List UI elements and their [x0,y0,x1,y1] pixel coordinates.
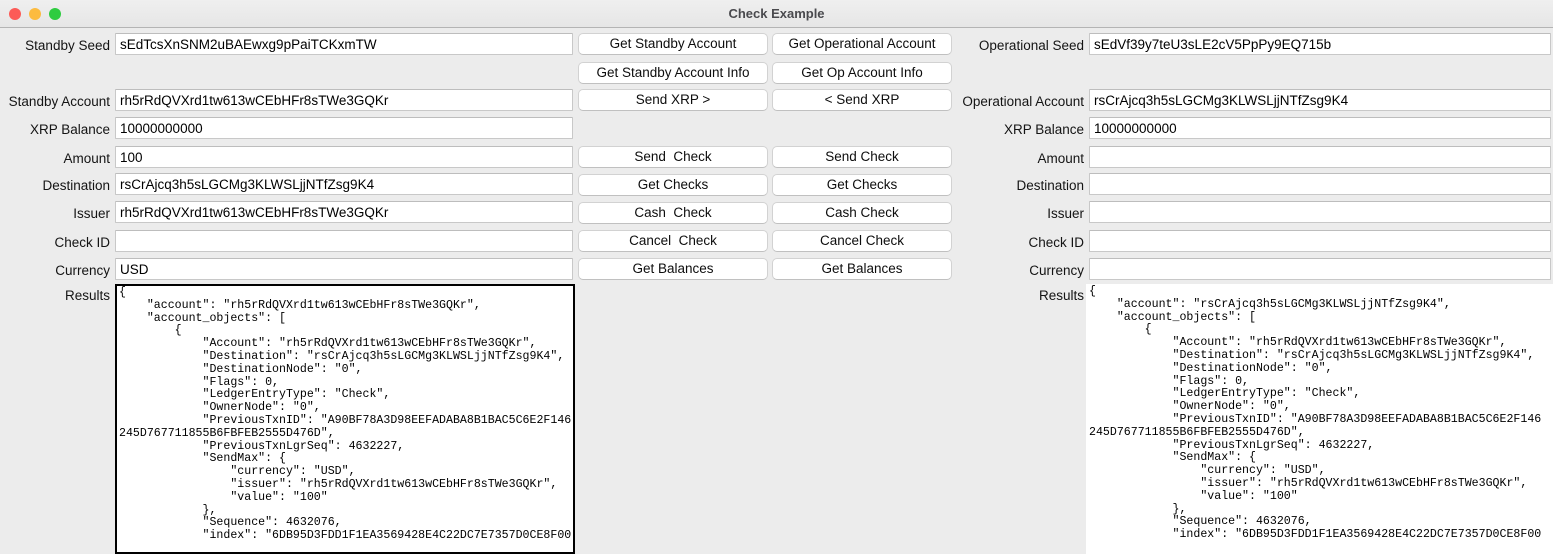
operational-get-balances-button[interactable]: Get Balances [772,258,952,280]
get-standby-account-info-button[interactable]: Get Standby Account Info [578,62,768,84]
window-controls [9,8,61,20]
operational-destination-label: Destination [1016,178,1084,193]
operational-issuer-input[interactable] [1089,201,1551,223]
standby-seed-label: Standby Seed [25,38,110,53]
operational-check-id-label: Check ID [1028,235,1084,250]
send-xrp-right-button[interactable]: Send XRP > [578,89,768,111]
operational-seed-label: Operational Seed [978,38,1084,53]
operational-results-label: Results [1038,288,1084,303]
standby-balance-label: XRP Balance [29,122,110,137]
operational-currency-input[interactable] [1089,258,1551,280]
window-content: Standby Seed Standby Account XRP Balance… [0,28,1553,554]
operational-account-label: Operational Account [962,94,1084,109]
minimize-button[interactable] [29,8,41,20]
operational-cash-check-button[interactable]: Cash Check [772,202,952,224]
standby-check-id-input[interactable] [115,230,573,252]
standby-account-input[interactable] [115,89,573,111]
operational-balance-label: XRP Balance [1003,122,1084,137]
operational-currency-label: Currency [1029,263,1084,278]
standby-results-textarea[interactable]: { "account": "rh5rRdQVXrd1tw613wCEbHFr8s… [115,284,575,554]
zoom-button[interactable] [49,8,61,20]
window-title: Check Example [728,6,825,21]
get-op-account-info-button[interactable]: Get Op Account Info [772,62,952,84]
standby-cancel-check-button[interactable]: Cancel Check [578,230,768,252]
standby-results-label: Results [64,288,110,303]
operational-issuer-label: Issuer [1047,206,1084,221]
close-button[interactable] [9,8,21,20]
standby-currency-input[interactable] [115,258,573,280]
get-standby-account-button[interactable]: Get Standby Account [578,33,768,55]
standby-account-label: Standby Account [8,94,110,109]
standby-balance-input[interactable] [115,117,573,139]
standby-get-checks-button[interactable]: Get Checks [578,174,768,196]
operational-balance-input[interactable] [1089,117,1551,139]
standby-currency-label: Currency [55,263,110,278]
standby-amount-input[interactable] [115,146,573,168]
standby-send-check-button[interactable]: Send Check [578,146,768,168]
standby-issuer-input[interactable] [115,201,573,223]
standby-issuer-label: Issuer [73,206,110,221]
operational-results-textarea[interactable]: { "account": "rsCrAjcq3h5sLGCMg3KLWSLjjN… [1086,284,1553,554]
standby-amount-label: Amount [63,151,110,166]
standby-destination-input[interactable] [115,173,573,195]
standby-check-id-label: Check ID [54,235,110,250]
operational-seed-input[interactable] [1089,33,1551,55]
operational-send-check-button[interactable]: Send Check [772,146,952,168]
operational-amount-label: Amount [1037,151,1084,166]
get-operational-account-button[interactable]: Get Operational Account [772,33,952,55]
operational-check-id-input[interactable] [1089,230,1551,252]
operational-cancel-check-button[interactable]: Cancel Check [772,230,952,252]
standby-seed-input[interactable] [115,33,573,55]
standby-cash-check-button[interactable]: Cash Check [578,202,768,224]
operational-destination-input[interactable] [1089,173,1551,195]
window-titlebar: Check Example [0,0,1553,28]
send-xrp-left-button[interactable]: < Send XRP [772,89,952,111]
operational-account-input[interactable] [1089,89,1551,111]
operational-amount-input[interactable] [1089,146,1551,168]
standby-destination-label: Destination [42,178,110,193]
operational-get-checks-button[interactable]: Get Checks [772,174,952,196]
standby-get-balances-button[interactable]: Get Balances [578,258,768,280]
